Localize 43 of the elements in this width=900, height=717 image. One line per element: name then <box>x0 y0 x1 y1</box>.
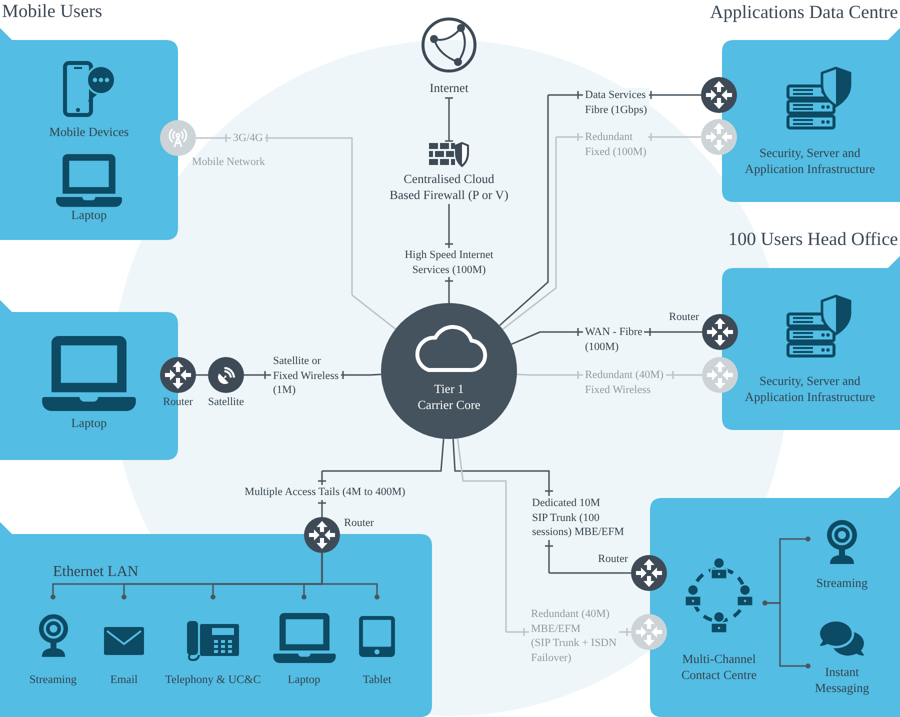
node-label: Centralised Cloud Based Firewall (P or V) <box>390 171 508 203</box>
edge-label: Satellite or Fixed Wireless (1M) <box>271 354 341 398</box>
panel-heading: 100 Users Head Office <box>728 229 898 252</box>
core-label: Tier 1 Carrier Core <box>418 381 480 413</box>
device-label: Laptop <box>71 207 107 223</box>
edge-label: High Speed Internet Services (100M) <box>402 248 496 277</box>
node-label: Multi-Channel Contact Centre <box>681 651 757 683</box>
router-label: Router <box>163 395 193 409</box>
device-label: Telephony & UC&C <box>165 673 261 688</box>
connector-line <box>321 553 380 600</box>
edge-label: Redundant Fixed (100M) <box>583 130 648 159</box>
connector-line <box>196 374 208 376</box>
device-label: Laptop <box>288 673 320 688</box>
router-label: Router <box>344 516 374 530</box>
panel-label: Security, Server and Application Infrastructure <box>744 145 876 177</box>
network-label: Mobile Network <box>192 155 266 169</box>
connector-line <box>317 438 444 518</box>
panel-heading: Ethernet LAN <box>53 563 138 581</box>
cell-tower-icon <box>160 120 196 156</box>
satellite-label: Satellite <box>208 395 244 409</box>
router-label: Router <box>598 552 628 566</box>
edge-label: WAN - Fibre (100M) <box>583 325 644 354</box>
connector-line <box>444 97 454 142</box>
router-icon <box>701 77 737 113</box>
edge-label: Dedicated 10M SIP Trunk (100 sessions) MBE/EFM <box>530 496 626 540</box>
edge-label: Data Services Fibre (1Gbps) <box>583 88 650 117</box>
edge-label: Multiple Access Tails (4M to 400M) <box>242 485 408 500</box>
device-label: Streaming <box>816 575 868 591</box>
device-label: Email <box>110 673 138 688</box>
panel-label: Security, Server and Application Infrastructure <box>744 373 876 405</box>
device-label: Laptop <box>71 415 107 431</box>
node-label: Internet <box>430 80 468 96</box>
device-label: Streaming <box>29 673 77 688</box>
device-label: Mobile Devices <box>49 124 129 140</box>
connector-line <box>195 133 396 330</box>
router-label: Router <box>669 310 699 324</box>
panel-heading: Mobile Users <box>2 1 102 24</box>
panel-heading: Applications Data Centre <box>710 2 898 25</box>
edge-label: Redundant (40M) MBE/EFM (SIP Trunk + ISDN Failover) <box>529 607 619 665</box>
connector-line <box>762 600 810 668</box>
device-label: Tablet <box>362 673 392 688</box>
router-icon <box>701 119 737 155</box>
device-label: Instant Messaging <box>814 664 870 696</box>
